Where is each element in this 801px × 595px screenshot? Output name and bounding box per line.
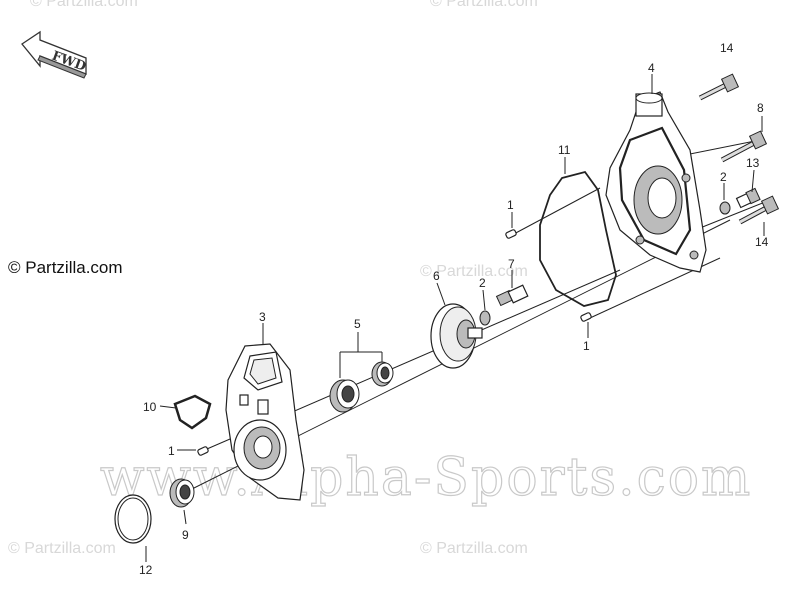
gasket-seal	[173, 394, 212, 430]
callout-10: 10	[143, 400, 157, 414]
dowel-pin-lower	[197, 446, 209, 456]
callout-12: 12	[139, 563, 153, 577]
watermark-top-center: © Partzilla.com	[430, 0, 538, 10]
impeller	[430, 303, 483, 369]
callout-2-lower: 2	[479, 276, 486, 290]
callout-13: 13	[746, 156, 760, 170]
bolt-upper	[698, 73, 740, 101]
dowel-pin-upper	[505, 229, 517, 239]
fwd-arrow-icon: FWD	[21, 30, 88, 79]
oil-seal	[169, 478, 195, 508]
copyright-notice: © Partzilla.com	[8, 258, 123, 277]
watermark-top-left: © Partzilla.com	[30, 0, 138, 10]
callout-2-upper: 2	[720, 170, 727, 184]
pump-housing-cover	[225, 343, 305, 501]
washer-right	[719, 201, 731, 215]
callout-14-upper: 14	[720, 41, 734, 55]
bolt-lower	[738, 195, 780, 225]
callout-3: 3	[259, 310, 266, 324]
drain-bolt	[495, 284, 529, 307]
callout-1-lower: 1	[168, 444, 175, 458]
callout-11: 11	[558, 143, 571, 157]
bolt-short	[735, 187, 761, 209]
sealing-washer	[479, 310, 491, 326]
callout-5: 5	[354, 317, 361, 331]
dowel-pin-right	[580, 312, 592, 322]
callout-9: 9	[182, 528, 189, 542]
callout-1-right: 1	[583, 339, 590, 353]
callout-4: 4	[648, 61, 655, 75]
callout-7: 7	[508, 257, 515, 271]
watermark-bottom-left: © Partzilla.com	[8, 540, 116, 557]
o-ring-inner-edge	[117, 497, 149, 541]
leader-lines	[145, 74, 765, 562]
callout-6: 6	[433, 269, 440, 283]
callout-14-lower: 14	[755, 235, 769, 249]
o-ring-large	[114, 494, 152, 544]
callout-1-upper: 1	[507, 198, 514, 212]
watermark-bottom-center: © Partzilla.com	[420, 540, 528, 557]
watermark-middle: © Partzilla.com	[420, 263, 528, 280]
pump-case-gasket	[539, 170, 617, 307]
bolt-middle	[720, 130, 768, 163]
watermark-large: www.Alpha-Sports.com	[100, 448, 752, 508]
water-pump-case	[605, 91, 707, 273]
callout-8: 8	[757, 101, 764, 115]
